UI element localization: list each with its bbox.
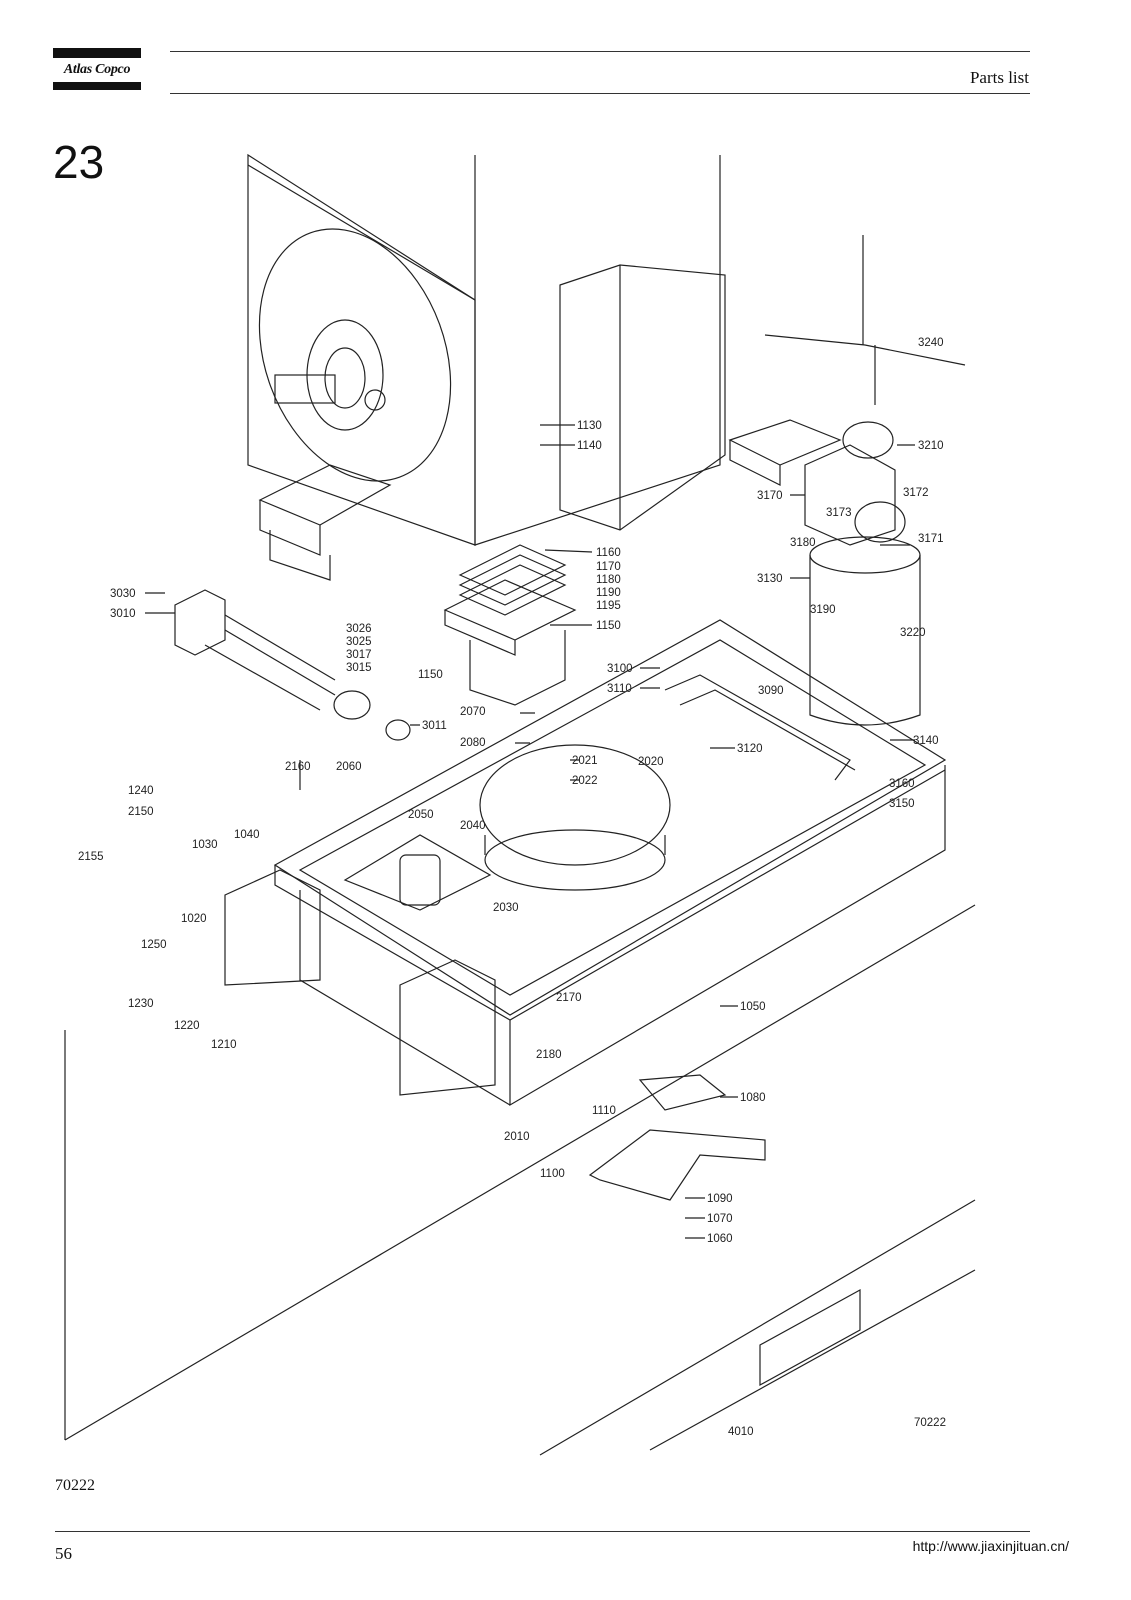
part-label: 3130 [757, 573, 783, 585]
part-label: 3010 [110, 608, 136, 620]
page-number: 56 [55, 1544, 72, 1563]
part-label: 2030 [493, 902, 519, 914]
part-label: 2060 [336, 761, 362, 773]
part-label: 3110 [607, 683, 632, 695]
part-label: 3150 [889, 798, 915, 810]
part-label: 3140 [913, 735, 939, 747]
header-rule-bottom [170, 93, 1030, 94]
part-label: 1190 [596, 587, 621, 599]
part-label: 2070 [460, 706, 486, 718]
part-labels: 1130 1140 1160 1170 1180 1190 1195 1150 … [78, 337, 946, 1438]
part-label: 1150 [418, 669, 443, 681]
header-rule-top [170, 51, 1030, 52]
part-label: 1060 [707, 1233, 733, 1245]
part-label: 1195 [596, 600, 621, 612]
part-label: 3172 [903, 487, 929, 499]
footer-rule [55, 1531, 1030, 1532]
part-label: 3173 [826, 507, 852, 519]
part-label: 1140 [577, 440, 602, 452]
brand-logo: Atlas Copco [63, 62, 131, 77]
part-label: 2050 [408, 809, 434, 821]
line-art [64, 153, 976, 1456]
logo-bar-top [53, 48, 141, 58]
part-label: 1100 [540, 1168, 565, 1180]
part-label: 2155 [78, 851, 104, 863]
part-label: 3171 [918, 533, 944, 545]
part-label: 3030 [110, 588, 136, 600]
figure-id-left: 70222 [55, 1477, 95, 1494]
part-label: 1230 [128, 998, 154, 1010]
part-label: 3015 [346, 662, 372, 674]
part-label: 3026 [346, 623, 372, 635]
part-label: 1020 [181, 913, 207, 925]
part-label: 3120 [737, 743, 763, 755]
part-label: 3100 [607, 663, 633, 675]
footer-url: http://www.jiaxinjituan.cn/ [912, 1538, 1069, 1554]
part-label: 1250 [141, 939, 167, 951]
part-label: 2160 [285, 761, 311, 773]
part-label: 4010 [728, 1426, 754, 1438]
part-label: 1070 [707, 1213, 733, 1225]
part-label: 1050 [740, 1001, 766, 1013]
part-label: 2080 [460, 737, 486, 749]
part-label: 1180 [596, 574, 621, 586]
part-label: 1220 [174, 1020, 200, 1032]
part-label: 1150 [596, 620, 621, 632]
part-label: 2180 [536, 1049, 562, 1061]
part-label: 1030 [192, 839, 218, 851]
part-label: 3220 [900, 627, 926, 639]
part-label: 1040 [234, 829, 260, 841]
part-label: 3210 [918, 440, 944, 452]
part-label: 1110 [592, 1105, 616, 1117]
part-label: 1090 [707, 1193, 733, 1205]
part-label: 3180 [790, 537, 816, 549]
part-label: 2170 [556, 992, 582, 1004]
part-label: 2022 [572, 775, 598, 787]
part-label: 2010 [504, 1131, 530, 1143]
part-label: 3017 [346, 649, 372, 661]
part-label: 3170 [757, 490, 783, 502]
page-title: Parts list [969, 68, 1029, 87]
part-label: 3240 [918, 337, 944, 349]
part-label: 1240 [128, 785, 154, 797]
part-label: 2150 [128, 806, 154, 818]
part-label: 1160 [596, 547, 621, 559]
part-label: 2020 [638, 756, 664, 768]
part-label: 2021 [572, 755, 598, 767]
part-label: 3160 [889, 778, 915, 790]
part-label: 3011 [422, 720, 447, 732]
part-label: 1170 [596, 561, 621, 573]
part-label: 3190 [810, 604, 836, 616]
part-label: 1080 [740, 1092, 766, 1104]
section-number: 23 [53, 136, 105, 188]
part-label: 1210 [211, 1039, 237, 1051]
part-label: 3090 [758, 685, 784, 697]
figure-id-right: 70222 [914, 1417, 946, 1429]
part-label: 2040 [460, 820, 486, 832]
part-label: 3025 [346, 636, 372, 648]
part-label: 1130 [577, 420, 602, 432]
logo-bar-bottom [53, 82, 141, 90]
